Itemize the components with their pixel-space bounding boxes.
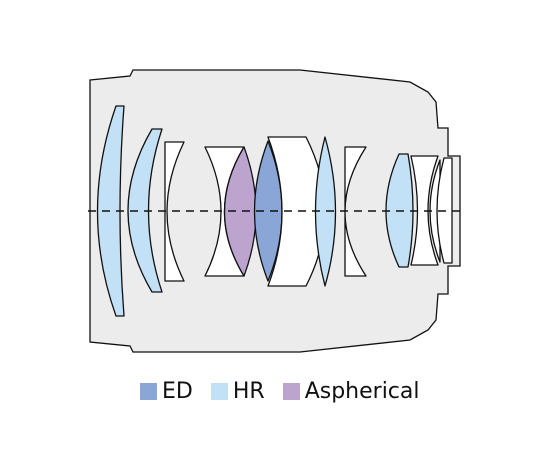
aspherical-swatch (282, 382, 300, 400)
lens-element-1 (96, 105, 125, 317)
legend: ED HR Aspherical (140, 376, 438, 406)
legend-label-aspherical: Aspherical (304, 378, 420, 404)
legend-item-hr: HR (210, 378, 265, 404)
lens-element-9 (344, 146, 367, 277)
lens-element-12 (429, 159, 441, 263)
lens-element-5 (223, 146, 257, 277)
legend-item-ed: ED (140, 379, 193, 404)
legend-item-aspherical: Aspherical (282, 378, 420, 404)
legend-label-ed: ED (162, 378, 193, 404)
hr-swatch (210, 382, 228, 400)
lens-element-3 (164, 141, 185, 282)
ed-swatch (140, 382, 157, 400)
legend-label-hr: HR (232, 378, 265, 404)
lens-element-8 (314, 136, 337, 287)
